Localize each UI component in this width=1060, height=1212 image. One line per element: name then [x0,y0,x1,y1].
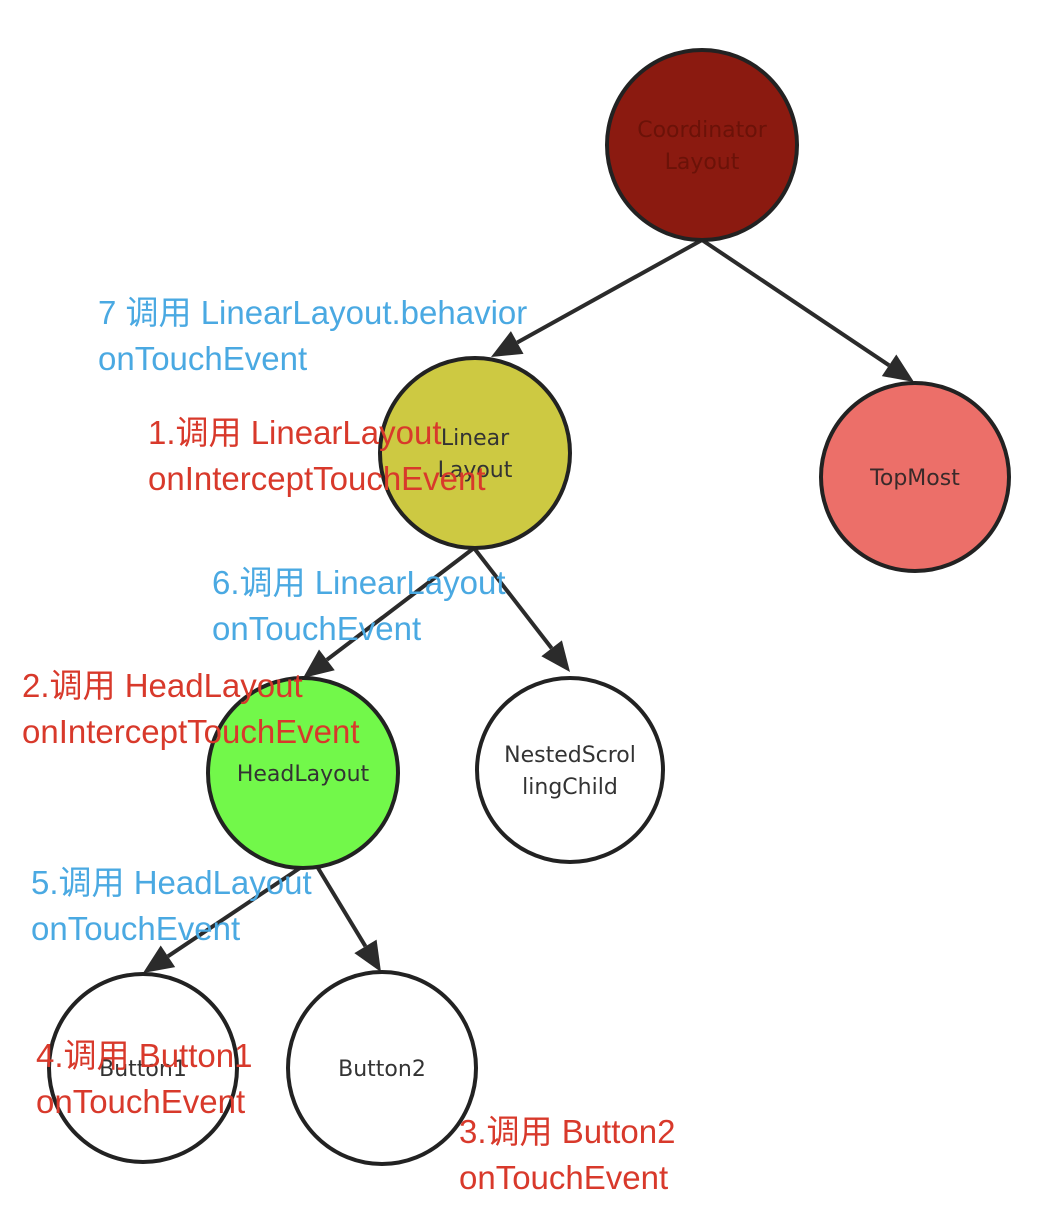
node-circle [378,356,572,550]
node-label: Layout [665,150,740,175]
note-text: onTouchEvent [36,1083,245,1120]
edge-headlayout-button1 [143,866,302,973]
node-label: Coordinator [637,118,768,143]
note-step6: 6.调用 LinearLayout onTouchEvent [212,564,506,647]
note-text: onTouchEvent [459,1159,668,1196]
edge-line [700,238,891,367]
edge-linear-nested [472,546,570,672]
note-text: onInterceptTouchEvent [148,460,486,497]
note-text: onTouchEvent [98,340,307,377]
note-step2: 2.调用 HeadLayout onInterceptTouchEvent [22,667,360,750]
node-headlayout: HeadLayout [206,676,400,870]
node-button2: Button2 [286,970,478,1166]
node-label: TopMost [869,466,960,491]
node-topmost: TopMost [819,381,1011,573]
node-circle [206,676,400,870]
node-label: Layout [438,458,513,483]
node-label: HeadLayout [237,762,370,787]
note-step3: 3.调用 Button2 onTouchEvent [459,1113,675,1196]
edge-coordinator-topmost [700,238,914,382]
edge-line [472,546,554,650]
arrowhead [143,945,176,973]
edge-linear-headlayout [303,546,476,678]
note-text: 7 调用 LinearLayout.behavior [98,294,527,331]
node-label: Button2 [338,1057,426,1082]
edge-coordinator-linear [491,238,703,357]
node-nested: NestedScrol lingChild [475,676,665,864]
arrowhead [491,331,524,357]
note-text: 4.调用 Button1 [36,1037,252,1074]
note-step4: 4.调用 Button1 onTouchEvent [36,1037,252,1120]
note-text: 2.调用 HeadLayout [22,667,303,704]
arrowhead [354,939,381,972]
note-text: onTouchEvent [31,910,240,947]
note-text: onTouchEvent [212,610,421,647]
edge-line [316,866,368,948]
arrowhead [303,649,335,678]
node-circle [47,972,239,1164]
note-step5: 5.调用 HeadLayout onTouchEvent [31,864,312,947]
edge-headlayout-button2 [316,866,381,972]
note-text: onInterceptTouchEvent [22,713,360,750]
arrowhead [541,640,570,672]
node-label: Linear [441,426,510,451]
note-step7: 7 调用 LinearLayout.behavior onTouchEvent [98,294,527,377]
node-circle [475,676,665,864]
note-text: 1.调用 LinearLayout [148,414,442,451]
edge-line [516,238,703,345]
node-label: lingChild [522,775,618,800]
node-circle [605,48,799,242]
edge-line [325,546,476,662]
node-circle [819,381,1011,573]
node-button1: Button1 [47,972,239,1164]
note-text: 3.调用 Button2 [459,1113,675,1150]
node-linear: LinearLayout [378,356,572,550]
note-text: 5.调用 HeadLayout [31,864,312,901]
note-step1: 1.调用 LinearLayout onInterceptTouchEvent [148,414,486,497]
node-label: Button1 [99,1057,187,1082]
node-circle [286,970,478,1166]
edge-line [166,866,302,958]
note-text: 6.调用 LinearLayout [212,564,506,601]
arrowhead [881,354,914,382]
node-label: NestedScrol [504,743,636,768]
